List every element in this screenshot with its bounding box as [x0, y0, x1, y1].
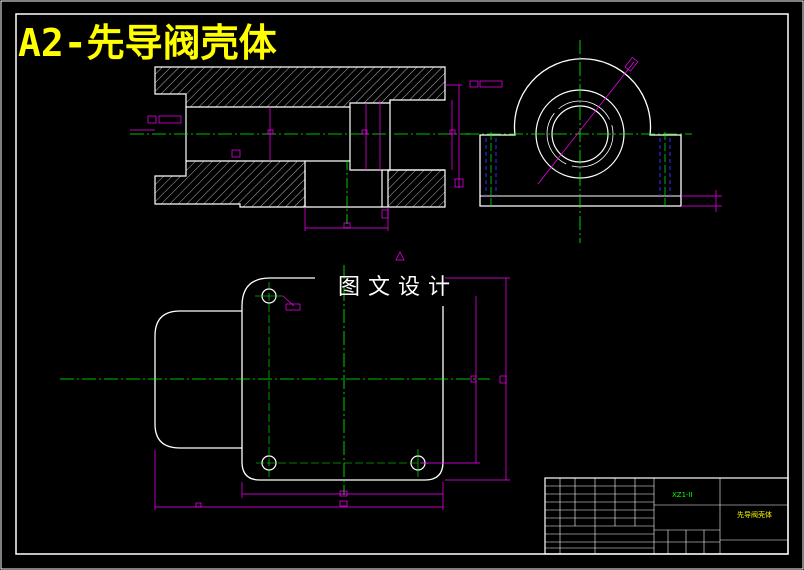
drawing-title: A2-先导阀壳体 — [18, 21, 277, 65]
inner-frame — [15, 13, 789, 555]
side-view — [465, 40, 722, 243]
plan-body-outline — [241, 277, 444, 481]
plan-left-boss — [154, 310, 242, 449]
plan-dimensions — [154, 277, 510, 510]
lower-right-hatched — [387, 169, 446, 208]
watermark: 图文设计 — [338, 275, 458, 300]
side-hidden-holes — [485, 138, 671, 196]
lower-hatched-wall — [154, 160, 306, 208]
front-dimensions — [130, 80, 503, 231]
upper-hatched-wall — [154, 66, 446, 108]
drawing-number: XZ1-II — [672, 491, 693, 499]
plan-view: 图文设计 — [60, 251, 510, 510]
front-section-view — [130, 66, 503, 231]
side-body-outline — [479, 58, 682, 207]
part-name: 先导阀壳体 — [737, 510, 772, 519]
title-block: XZ1-II 先导阀壳体 — [544, 477, 789, 555]
diameter-leader — [537, 61, 635, 185]
